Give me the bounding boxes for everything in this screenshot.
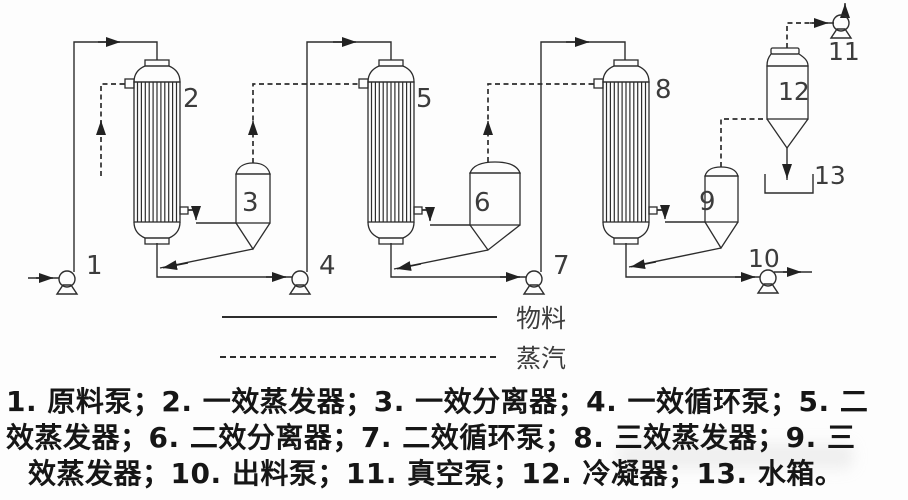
evaporator3-discharge-line (625, 243, 760, 278)
legend-material-label: 物料 (516, 304, 566, 333)
label-10: 10 (748, 244, 780, 273)
first-effect-circulation-pump (289, 270, 311, 295)
evaporator1-discharge-line (156, 243, 292, 278)
label-2: 2 (183, 84, 200, 114)
second-effect-separator (469, 161, 521, 251)
evaporator3-outlet-stub-line (657, 209, 666, 217)
flow-arrows (36, 3, 850, 283)
condenser-to-vacuum-line (786, 22, 811, 48)
separator3-to-condenser-line (720, 118, 767, 167)
caption-line-1: 1. 原料泵；2. 一效蒸发器；3. 一效分离器；4. 一效循环泵；5. 二 (6, 385, 869, 418)
discharge-pump (757, 269, 779, 294)
process-flow-diagram: 1 2 3 4 5 6 7 8 9 10 11 12 13 物料 蒸汽 (28, 3, 860, 373)
feed-pump (56, 270, 78, 295)
equipment (56, 14, 852, 295)
label-13: 13 (814, 161, 846, 190)
material-lines (28, 3, 846, 279)
separator2-vapor-line (487, 83, 594, 162)
second-effect-evaporator (358, 59, 423, 245)
label-5: 5 (416, 84, 433, 114)
evaporator2-outlet-stub-line (422, 209, 431, 220)
label-4: 4 (319, 251, 336, 281)
label-7: 7 (553, 251, 570, 281)
second-effect-circulation-pump (523, 270, 545, 295)
third-effect-evaporator (593, 59, 658, 245)
label-6: 6 (474, 188, 491, 218)
caption-line-3: 效蒸发器；10. 出料泵；11. 真空泵；12. 冷凝器；13. 水箱。 (28, 457, 844, 490)
legend: 物料 蒸汽 (220, 304, 566, 373)
evaporator2-discharge-line (390, 243, 526, 278)
label-12: 12 (778, 77, 810, 106)
raw-steam-line (100, 83, 127, 176)
label-1: 1 (86, 251, 103, 281)
caption: 1. 原料泵；2. 一效蒸发器；3. 一效分离器；4. 一效循环泵；5. 二 效… (6, 384, 904, 492)
steam-lines (100, 22, 811, 220)
third-effect-separator (704, 166, 739, 250)
equipment-number-labels: 1 2 3 4 5 6 7 8 9 10 11 12 13 (86, 37, 860, 281)
separator1-vapor-line (252, 83, 359, 163)
legend-steam-label: 蒸汽 (516, 344, 566, 373)
first-effect-separator (235, 162, 271, 251)
label-9: 9 (699, 187, 716, 217)
label-3: 3 (242, 188, 259, 218)
water-tank (764, 174, 814, 194)
label-11: 11 (828, 37, 860, 66)
vacuum-pump (830, 14, 852, 39)
evaporator1-outlet-stub-line (188, 209, 197, 219)
caption-line-2: 效蒸发器；6. 二效分离器；7. 二效循环泵；8. 三效蒸发器；9. 三 (6, 421, 856, 454)
first-effect-evaporator (124, 59, 189, 245)
condenser (766, 47, 809, 150)
label-8: 8 (655, 75, 672, 105)
